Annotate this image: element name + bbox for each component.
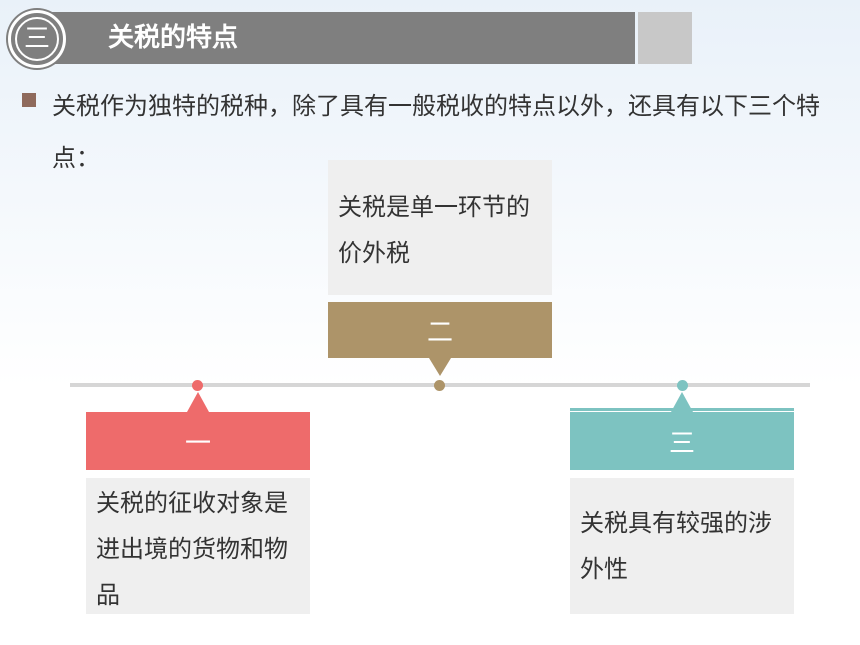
bullet-square-icon bbox=[22, 93, 36, 107]
feature-description-1: 关税的征收对象是进出境的货物和物品 bbox=[86, 478, 310, 614]
feature-label-2: 二 bbox=[328, 302, 552, 358]
section-number-badge: 三 bbox=[8, 10, 66, 68]
feature-description-3-text: 关税具有较强的涉外性 bbox=[580, 509, 772, 583]
feature-label-1: 一 bbox=[86, 412, 310, 470]
section-number: 三 bbox=[15, 17, 59, 61]
feature-description-3: 关税具有较强的涉外性 bbox=[570, 478, 794, 614]
timeline-dot-1 bbox=[192, 380, 203, 391]
feature-label-3-topline bbox=[570, 408, 794, 411]
intro-text: 关税作为独特的税种，除了具有一般税收的特点以外，还具有以下三个特点： bbox=[52, 92, 820, 172]
header-bar bbox=[45, 12, 635, 64]
feature-label-3: 三 bbox=[570, 412, 794, 470]
timeline-dot-2 bbox=[434, 380, 445, 391]
pointer-down-icon bbox=[429, 358, 451, 376]
pointer-up-icon bbox=[671, 392, 693, 412]
feature-description-2: 关税是单一环节的价外税 bbox=[328, 160, 552, 295]
header-accent-square bbox=[638, 12, 692, 64]
pointer-up-icon bbox=[187, 392, 209, 412]
page-title: 关税的特点 bbox=[108, 23, 239, 53]
timeline-dot-3 bbox=[677, 380, 688, 391]
